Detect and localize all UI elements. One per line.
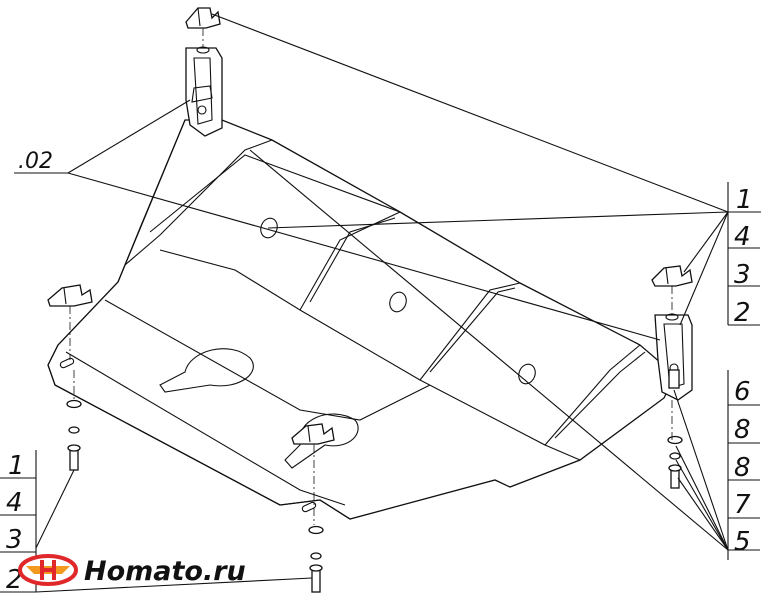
label-right-bottom-5: 5 <box>734 527 751 557</box>
bracket-left <box>47 284 93 307</box>
bracket-center <box>291 423 335 445</box>
logo-emblem-icon <box>18 554 78 586</box>
bracket-top <box>185 7 223 137</box>
fastener-stack-left <box>66 399 82 471</box>
label-column-right-bottom: 6 8 8 7 5 <box>727 370 760 560</box>
fastener-stack-right <box>667 369 683 489</box>
leader-lines <box>14 13 729 593</box>
watermark-logo: Homato.ru <box>18 554 246 587</box>
label-right-bottom-3: 8 <box>734 453 751 483</box>
label-left-bottom-2: 4 <box>6 488 23 518</box>
cutout-left <box>159 348 254 393</box>
watermark-text: Homato.ru <box>84 556 246 587</box>
fastener-stack-center <box>308 525 324 593</box>
label-column-right-top: 1 4 3 2 <box>727 182 761 328</box>
bracket-right <box>651 265 693 401</box>
skid-plate <box>47 119 676 520</box>
label-02: .02 <box>18 149 53 174</box>
label-right-top-3: 3 <box>734 260 751 290</box>
label-right-top-2: 4 <box>734 222 751 252</box>
label-right-bottom-2: 8 <box>734 415 751 445</box>
label-right-top-4: 2 <box>734 298 751 328</box>
label-left-bottom-3: 3 <box>6 525 23 555</box>
label-right-bottom-4: 7 <box>734 490 751 520</box>
skid-plate-outline <box>47 119 676 520</box>
label-left-bottom-1: 1 <box>8 451 25 481</box>
label-right-bottom-1: 6 <box>734 377 751 407</box>
label-right-top-1: 1 <box>736 185 753 215</box>
